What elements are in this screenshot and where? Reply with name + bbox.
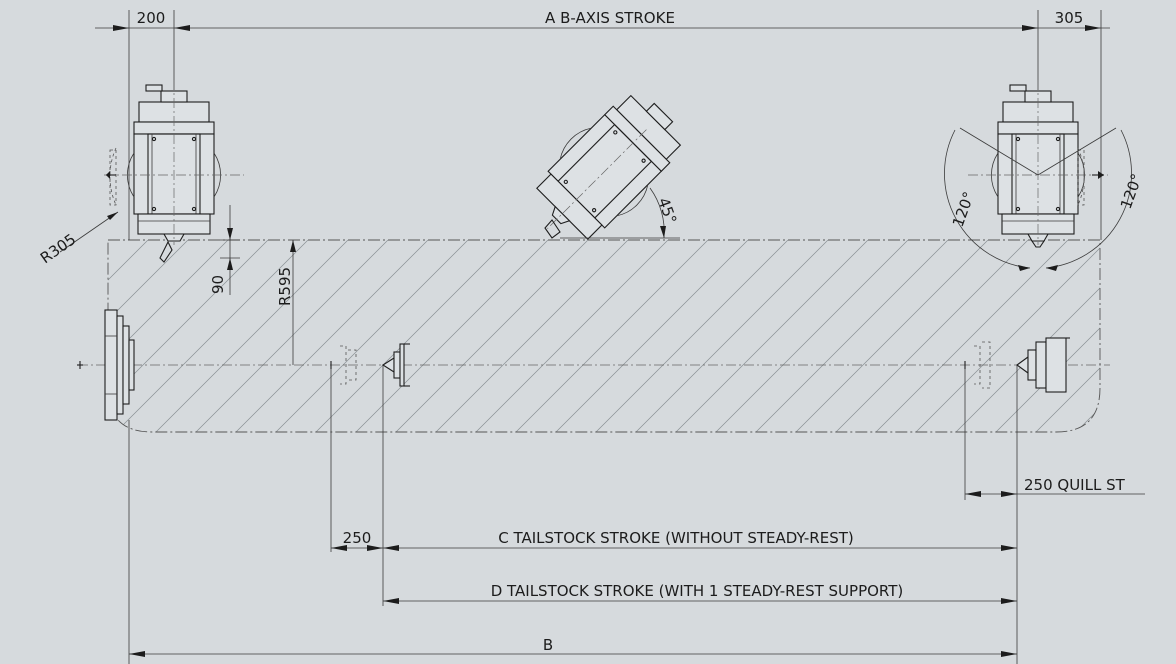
label-a-stroke: A B-AXIS STROKE xyxy=(545,9,675,27)
tailstock-right xyxy=(1016,337,1070,393)
dimension-b: B xyxy=(129,636,1017,657)
label-45: 45° xyxy=(654,195,680,226)
label-r595: R595 xyxy=(276,267,294,306)
tailstock-left xyxy=(381,343,410,387)
label-250: 250 xyxy=(343,529,372,547)
dimension-r305: R305 xyxy=(37,211,119,267)
label-90: 90 xyxy=(209,275,227,294)
label-200: 200 xyxy=(137,9,166,27)
label-c-stroke: C TAILSTOCK STROKE (WITHOUT STEADY-REST) xyxy=(498,529,854,547)
steady-rest-left xyxy=(330,345,357,385)
label-d-stroke: D TAILSTOCK STROKE (WITH 1 STEADY-REST S… xyxy=(491,582,904,600)
label-r305: R305 xyxy=(37,230,79,267)
label-120-left: 120° xyxy=(949,189,978,229)
label-b: B xyxy=(543,636,553,654)
extension-lines xyxy=(128,10,1102,664)
dimension-a: 200 A B-AXIS STROKE 305 xyxy=(95,9,1110,31)
working-envelope xyxy=(107,239,1101,433)
milling-head-tilted xyxy=(536,94,682,240)
label-305: 305 xyxy=(1055,9,1084,27)
label-120-right: 120° xyxy=(1117,171,1146,211)
milling-head-left xyxy=(103,79,245,263)
dimension-90: 90 xyxy=(209,205,240,295)
label-quill: 250 QUILL ST xyxy=(1024,476,1126,494)
milling-head-right xyxy=(967,79,1109,248)
dimension-d: D TAILSTOCK STROKE (WITH 1 STEADY-REST S… xyxy=(383,582,1017,604)
dimension-r595: R595 xyxy=(276,240,296,365)
steady-rest-right xyxy=(964,341,991,389)
headstock-chuck xyxy=(104,309,135,421)
dimension-quill: 250 QUILL ST xyxy=(965,476,1145,497)
dimension-c: 250 C TAILSTOCK STROKE (WITHOUT STEADY-R… xyxy=(331,529,1017,551)
